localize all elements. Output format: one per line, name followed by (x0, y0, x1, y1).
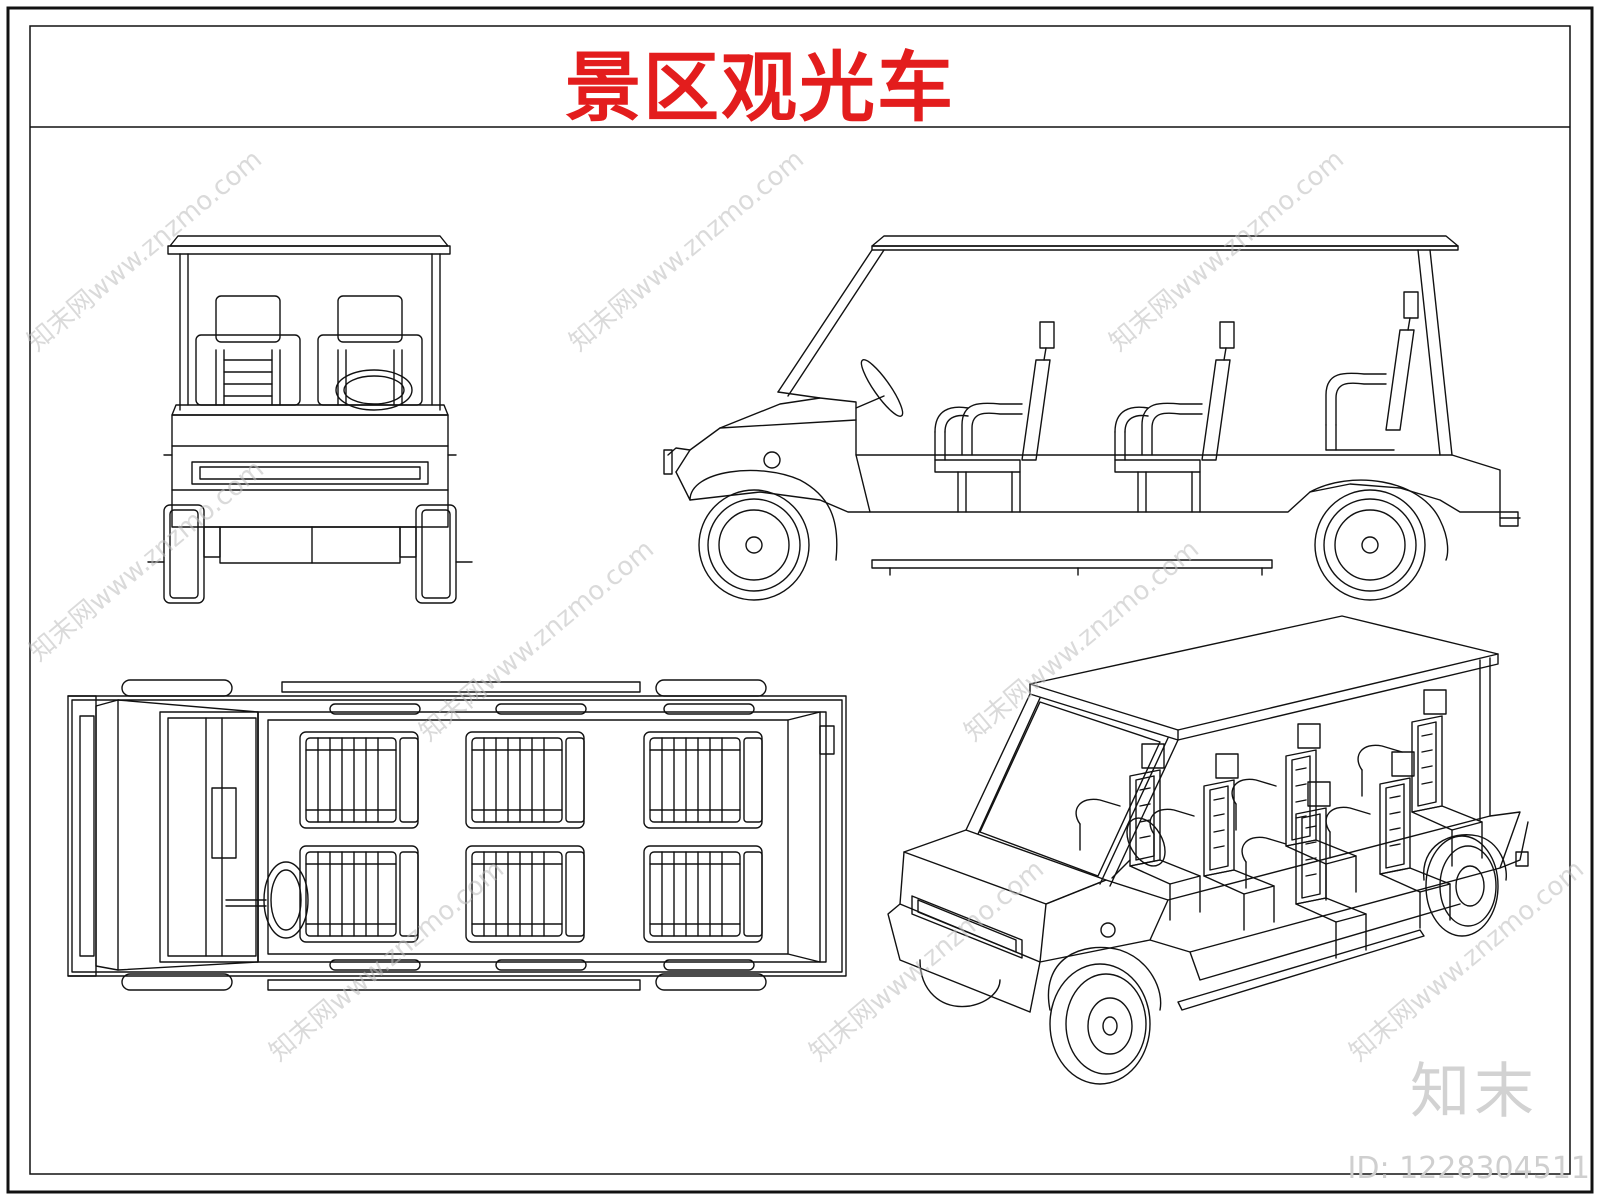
perspective-view-drawing (887, 615, 1529, 1085)
side-view-drawing (663, 235, 1521, 601)
top-view-drawing (67, 679, 847, 991)
outer-frame (6, 6, 1594, 1194)
image-id-label: ID: 1228304511 (1347, 1151, 1590, 1186)
brand-logo: 知末 (1410, 1057, 1538, 1127)
inner-frame (29, 25, 1571, 1175)
front-view-drawing (147, 235, 473, 604)
page-title: 景区观光车 (565, 43, 955, 132)
